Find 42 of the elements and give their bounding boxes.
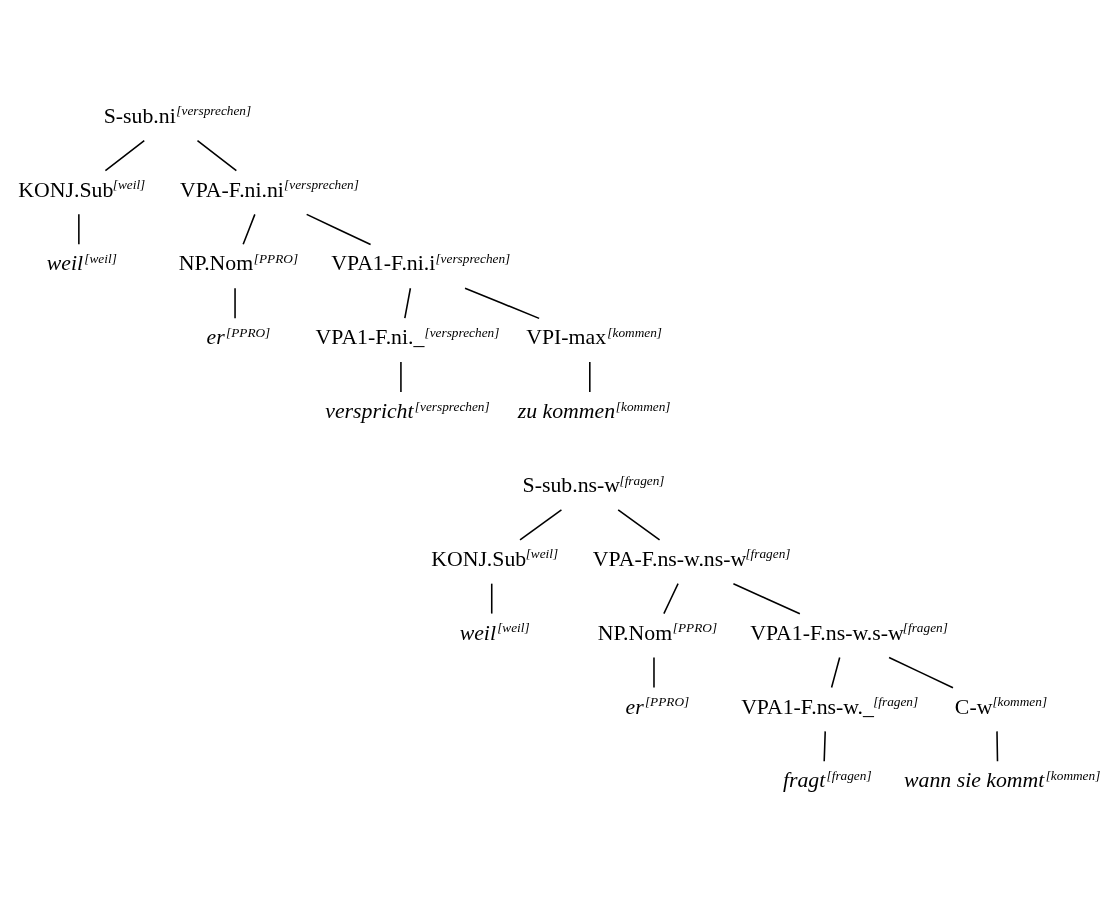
- connector: [104, 139, 146, 171]
- connector: [490, 582, 493, 614]
- node-text: wann sie kommt$^{[kommen]}$: [904, 767, 1101, 792]
- connector: [617, 508, 661, 541]
- node-text: VPA1-F.ns-w._$^{[fragen]}$: [741, 693, 919, 719]
- node-text: VPA-F.ns-w.ns-w$^{[fragen]}$: [592, 545, 791, 571]
- node-text: verspricht$^{[versprechen]}$: [325, 398, 490, 423]
- connector: [830, 656, 841, 688]
- connector: [305, 213, 372, 245]
- node-text: VPI-max$^{[kommen]}$: [526, 324, 663, 349]
- connector: [663, 582, 679, 614]
- connector: [823, 730, 826, 762]
- connector: [589, 360, 591, 393]
- node-text: KONJ.Sub$^{[weil]}$: [431, 545, 559, 571]
- connector: [242, 213, 256, 245]
- node-text: weil$^{[weil]}$: [459, 619, 530, 645]
- connector: [404, 286, 412, 319]
- node-text: VPA1-F.ni._$^{[versprechen]}$: [315, 324, 500, 349]
- node-text: zu kommen$^{[kommen]}$: [517, 398, 671, 423]
- node-text: KONJ.Sub$^{[weil]}$: [18, 176, 146, 202]
- node-text: VPA1-F.ns-w.s-w$^{[fragen]}$: [750, 619, 948, 645]
- node-text: NP.Nom$^{[PPRO]}$: [597, 619, 718, 645]
- connector: [78, 213, 80, 245]
- node-text: VPA1-F.ni.i$^{[versprechen]}$: [331, 250, 511, 275]
- connector: [519, 508, 563, 541]
- connector: [400, 360, 402, 393]
- connector: [888, 656, 954, 688]
- node-text: fragt$^{[fragen]}$: [782, 767, 872, 792]
- node-text: weil$^{[weil]}$: [46, 250, 117, 275]
- node-text: VPA-F.ni.ni$^{[versprechen]}$: [179, 176, 359, 202]
- connector: [732, 582, 801, 615]
- connector: [996, 730, 999, 762]
- connector: [464, 286, 540, 319]
- node-text: er$^{[PPRO]}$: [206, 324, 271, 349]
- node-text: S-sub.ni$^{[versprechen]}$: [103, 102, 252, 128]
- connector: [196, 139, 238, 171]
- connector: [234, 286, 236, 319]
- node-text: S-sub.ns-w$^{[fragen]}$: [522, 472, 665, 497]
- node-text: C-w$^{[kommen]}$: [954, 693, 1048, 719]
- node-text: er$^{[PPRO]}$: [625, 693, 690, 719]
- connector: [653, 656, 655, 688]
- node-text: NP.Nom$^{[PPRO]}$: [178, 250, 299, 275]
